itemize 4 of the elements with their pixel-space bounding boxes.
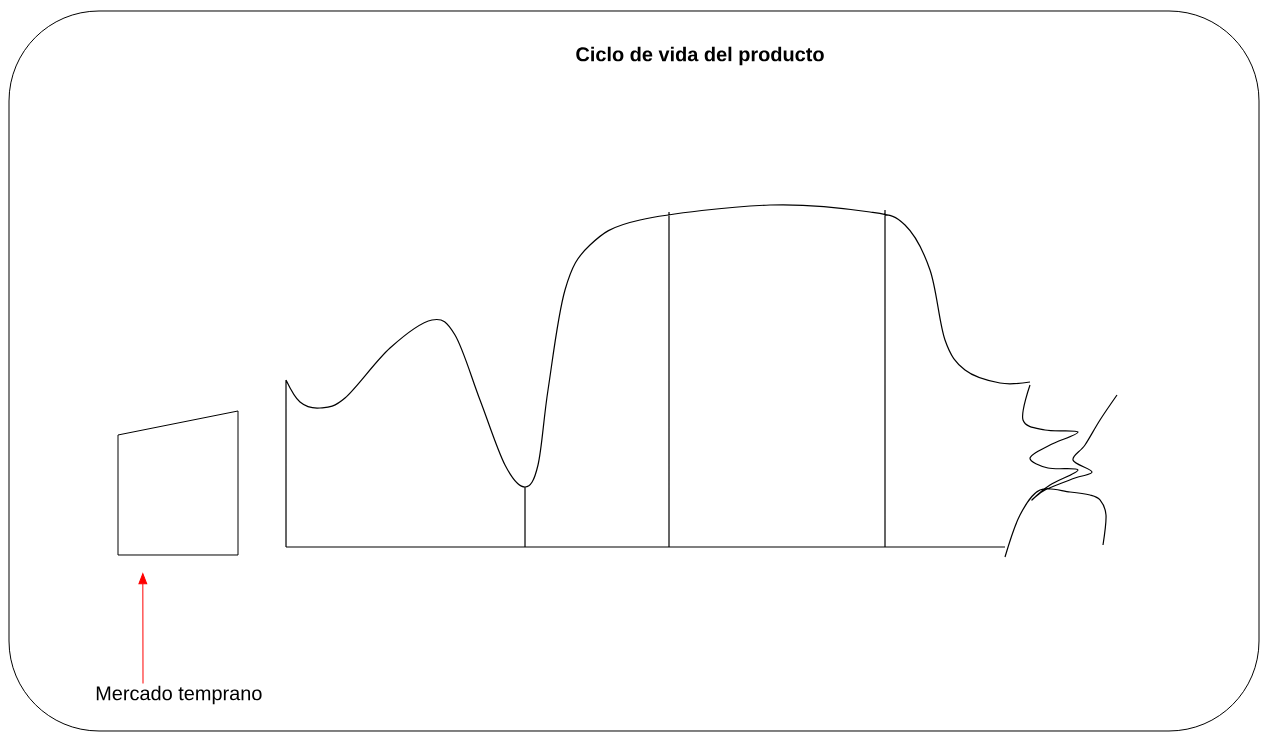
arrow: [138, 573, 148, 684]
label-text: Mercado temprano: [96, 685, 262, 705]
title: Ciclo de vida del producto: [576, 46, 824, 66]
block-shape: [117, 410, 239, 556]
